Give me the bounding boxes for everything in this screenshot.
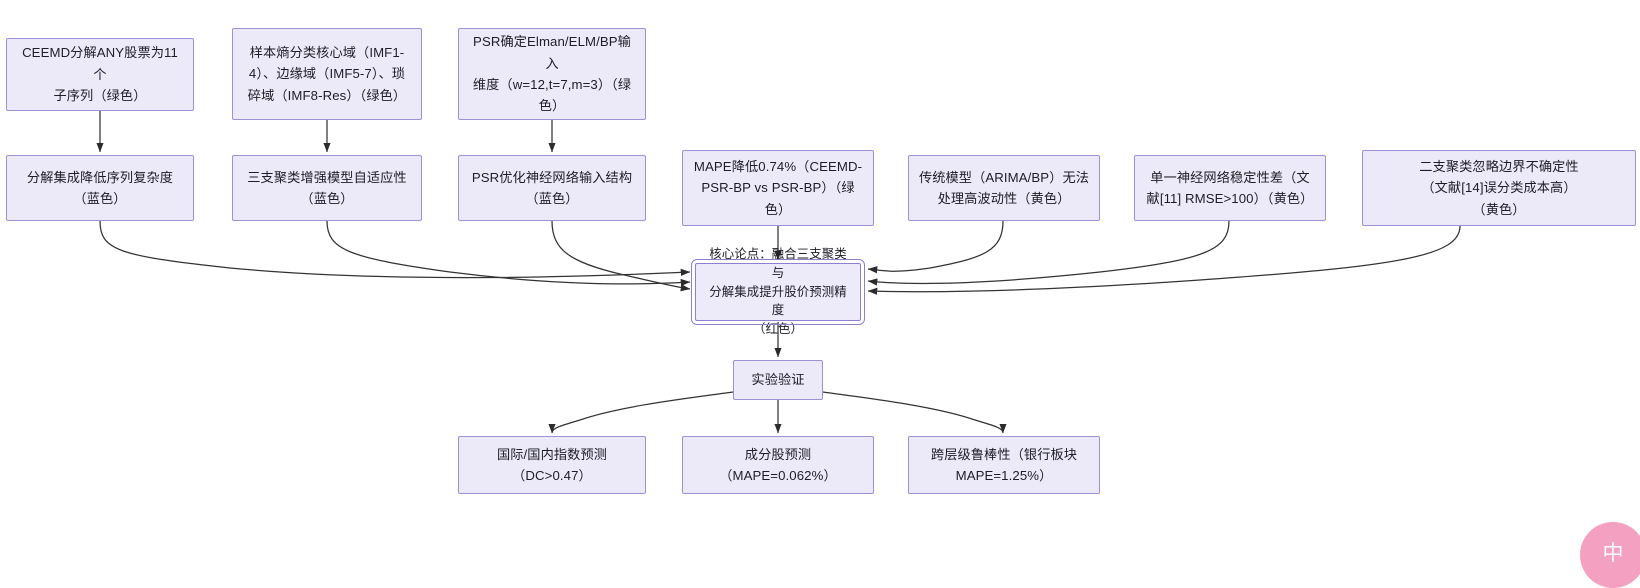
- node-result-constituent-forecast[interactable]: 成分股预测 （MAPE=0.062%）: [682, 436, 874, 494]
- node-two-way-clustering-gap[interactable]: 二支聚类忽略边界不确定性 （文献[14]误分类成本高） （黄色）: [1362, 150, 1636, 226]
- watermark-badge: 中: [1580, 522, 1640, 588]
- node-core-thesis[interactable]: 核心论点：融合三支聚类与 分解集成提升股价预测精度 （红色）: [691, 247, 865, 336]
- watermark-glyph: 中: [1602, 540, 1624, 565]
- edge-exp-r1: [548, 391, 734, 434]
- node-psr-optimize-structure[interactable]: PSR优化神经网络输入结构 （蓝色）: [458, 155, 646, 221]
- node-label: 国际/国内指数预测 （DC>0.47）: [496, 446, 608, 483]
- node-label: 分解集成降低序列复杂度 （蓝色）: [26, 169, 174, 206]
- edge-n6-core: [551, 220, 691, 292]
- node-ceemd-decomposition[interactable]: CEEMD分解ANY股票为11个 子序列（绿色）: [6, 38, 194, 111]
- node-three-way-clustering-adaptivity[interactable]: 三支聚类增强模型自适应性 （蓝色）: [232, 155, 422, 221]
- node-psr-input-dimension[interactable]: PSR确定Elman/ELM/BP输入 维度（w=12,t=7,m=3）（绿 色…: [458, 28, 646, 120]
- node-mape-improvement[interactable]: MAPE降低0.74%（CEEMD- PSR-BP vs PSR-BP）（绿 色…: [682, 150, 874, 226]
- node-result-index-forecast[interactable]: 国际/国内指数预测 （DC>0.47）: [458, 436, 646, 494]
- node-label: PSR优化神经网络输入结构 （蓝色）: [471, 169, 633, 206]
- node-label: 核心论点：融合三支聚类与 分解集成提升股价预测精度 （红色）: [709, 247, 847, 336]
- edge-n8-core: [867, 220, 1004, 274]
- node-label: 二支聚类忽略边界不确定性 （文献[14]误分类成本高） （黄色）: [1419, 158, 1579, 217]
- node-label: 样本熵分类核心域（IMF1- 4）、边缘域（IMF5-7）、琐 碎域（IMF8-…: [247, 44, 407, 103]
- node-label: 传统模型（ARIMA/BP）无法 处理高波动性（黄色）: [918, 169, 1090, 206]
- node-label: 跨层级鲁棒性（银行板块 MAPE=1.25%）: [930, 446, 1078, 483]
- flowchart-canvas: CEEMD分解ANY股票为11个 子序列（绿色） 样本熵分类核心域（IMF1- …: [6, 28, 1640, 588]
- node-traditional-model-gap[interactable]: 传统模型（ARIMA/BP）无法 处理高波动性（黄色）: [908, 155, 1100, 221]
- node-label: 成分股预测 （MAPE=0.062%）: [719, 446, 837, 483]
- node-single-nn-instability-gap[interactable]: 单一神经网络稳定性差（文 献[11] RMSE>100）（黄色）: [1134, 155, 1326, 221]
- edge-n9-core: [867, 220, 1230, 286]
- edge-n10-core: [867, 225, 1461, 295]
- node-label: CEEMD分解ANY股票为11个 子序列（绿色）: [22, 45, 178, 104]
- node-label: 三支聚类增强模型自适应性 （蓝色）: [247, 169, 407, 206]
- node-label: MAPE降低0.74%（CEEMD- PSR-BP vs PSR-BP）（绿 色…: [693, 158, 863, 217]
- edge-n4-core: [99, 220, 691, 279]
- node-reduce-complexity[interactable]: 分解集成降低序列复杂度 （蓝色）: [6, 155, 194, 221]
- node-result-cross-level-robustness[interactable]: 跨层级鲁棒性（银行板块 MAPE=1.25%）: [908, 436, 1100, 494]
- edge-n5-core: [326, 220, 691, 287]
- node-experiment-validation[interactable]: 实验验证: [733, 360, 823, 400]
- node-label: PSR确定Elman/ELM/BP输入 维度（w=12,t=7,m=3）（绿 色…: [472, 34, 632, 114]
- node-sample-entropy-classification[interactable]: 样本熵分类核心域（IMF1- 4）、边缘域（IMF5-7）、琐 碎域（IMF8-…: [232, 28, 422, 120]
- edge-exp-r3: [822, 391, 1007, 434]
- node-label: 单一神经网络稳定性差（文 献[11] RMSE>100）（黄色）: [1146, 169, 1314, 206]
- node-label: 实验验证: [751, 372, 805, 388]
